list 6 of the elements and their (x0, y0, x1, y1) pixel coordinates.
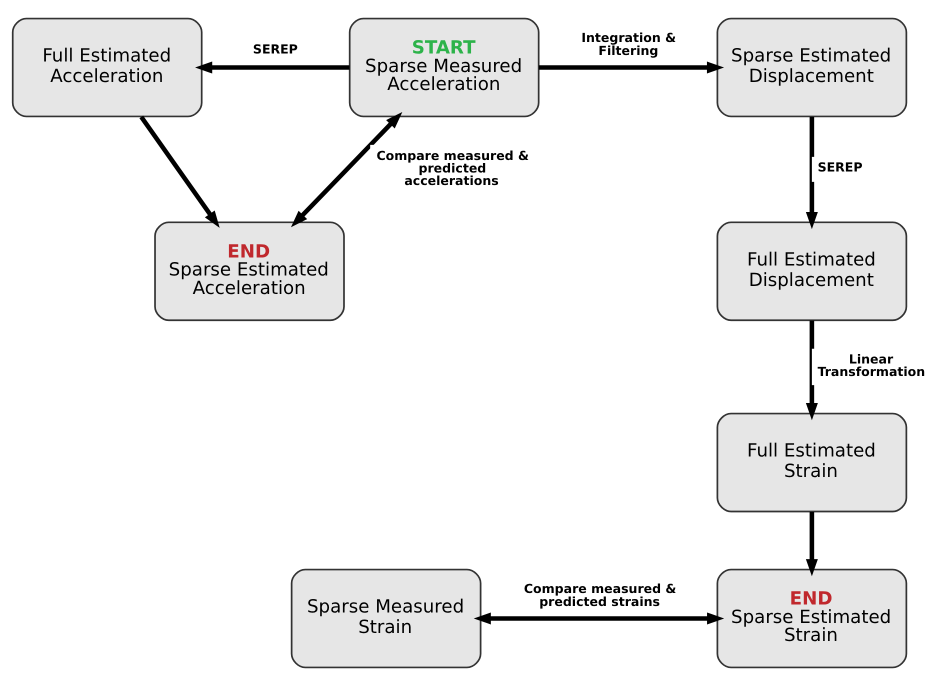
edge-label: SEREP (252, 41, 298, 56)
edge-label: Compare measured & predicted accelerations (376, 148, 529, 188)
edge-label: SEREP (818, 158, 863, 174)
edge-label: Integration & Filtering (581, 30, 676, 58)
edge-label: Linear Transformation (818, 350, 926, 378)
edge-label: Compare measured & predicted strains (524, 580, 676, 608)
